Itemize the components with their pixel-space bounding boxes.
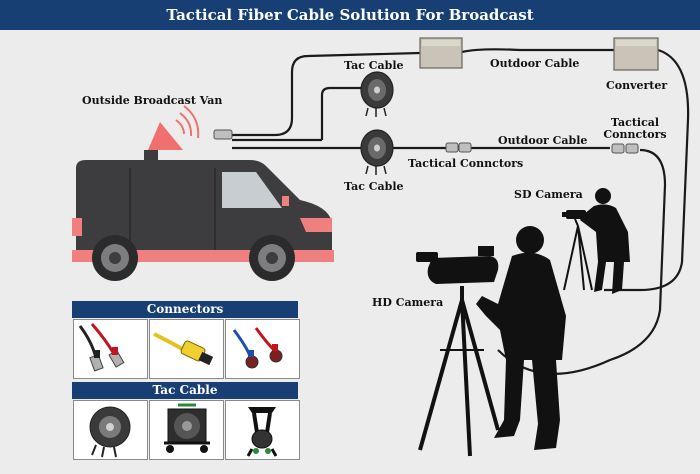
page-title: Tactical Fiber Cable Solution For Broadc… xyxy=(0,0,700,30)
tac-cable-reel-bottom xyxy=(360,129,394,175)
tac-cable-panel-title: Tac Cable xyxy=(72,382,298,399)
tac-thumb-reel xyxy=(73,400,148,460)
tac-thumb-reel-stand xyxy=(225,400,300,460)
satellite-dish-icon xyxy=(144,105,200,160)
reel-stand-icon xyxy=(246,407,278,457)
van-connector-plug xyxy=(213,129,233,140)
st-connector-icon xyxy=(78,323,125,372)
sd-camera-operator xyxy=(562,188,630,294)
tac-cable-top-label: Tac Cable xyxy=(344,59,404,72)
tac-cable-bottom-label: Tac Cable xyxy=(344,180,404,193)
cable-drum-cart-icon xyxy=(164,403,210,453)
cable-van-to-top-converter xyxy=(232,51,421,137)
tac-thumb-drum-cart xyxy=(149,400,224,460)
converter-box xyxy=(613,37,659,71)
connector-thumb-fc-pair xyxy=(225,319,300,379)
converter-label: Converter xyxy=(606,79,668,92)
cable-converter-to-sd-camera xyxy=(604,48,690,292)
fc-connector-icon xyxy=(232,327,283,369)
connector-thumb-mpo xyxy=(149,319,224,379)
tac-cable-reel-top xyxy=(360,71,394,117)
tactical-connectors-right-label: Tactical Connctors xyxy=(603,116,667,141)
tac-cable-top-lead xyxy=(320,86,362,140)
mpo-connector-icon xyxy=(153,332,214,366)
tactical-connectors-mid-label: Tactical Connctors xyxy=(408,157,524,170)
van-label: Outside Broadcast Van xyxy=(82,94,223,107)
connectors-panel-title: Connectors xyxy=(72,301,298,318)
connector-plugs xyxy=(213,129,639,154)
hd-camera-operator xyxy=(416,226,566,457)
hd-camera-label: HD Camera xyxy=(372,296,444,309)
broadcast-van xyxy=(72,105,334,281)
outdoor-cable-top-label: Outdoor Cable xyxy=(490,57,580,70)
tactical-connector-mid-b xyxy=(458,142,472,153)
tactical-connector-mid-a xyxy=(445,142,459,153)
outdoor-cable-mid-label: Outdoor Cable xyxy=(498,134,588,147)
cable-reel-icon xyxy=(89,406,131,458)
sd-camera-label: SD Camera xyxy=(514,188,583,201)
connector-thumb-st-pair xyxy=(73,319,148,379)
top-converter-box xyxy=(419,37,463,69)
tactical-connector-right-a xyxy=(611,143,625,154)
outdoor-cable-top xyxy=(461,48,614,54)
tactical-connector-right-b xyxy=(625,143,639,154)
